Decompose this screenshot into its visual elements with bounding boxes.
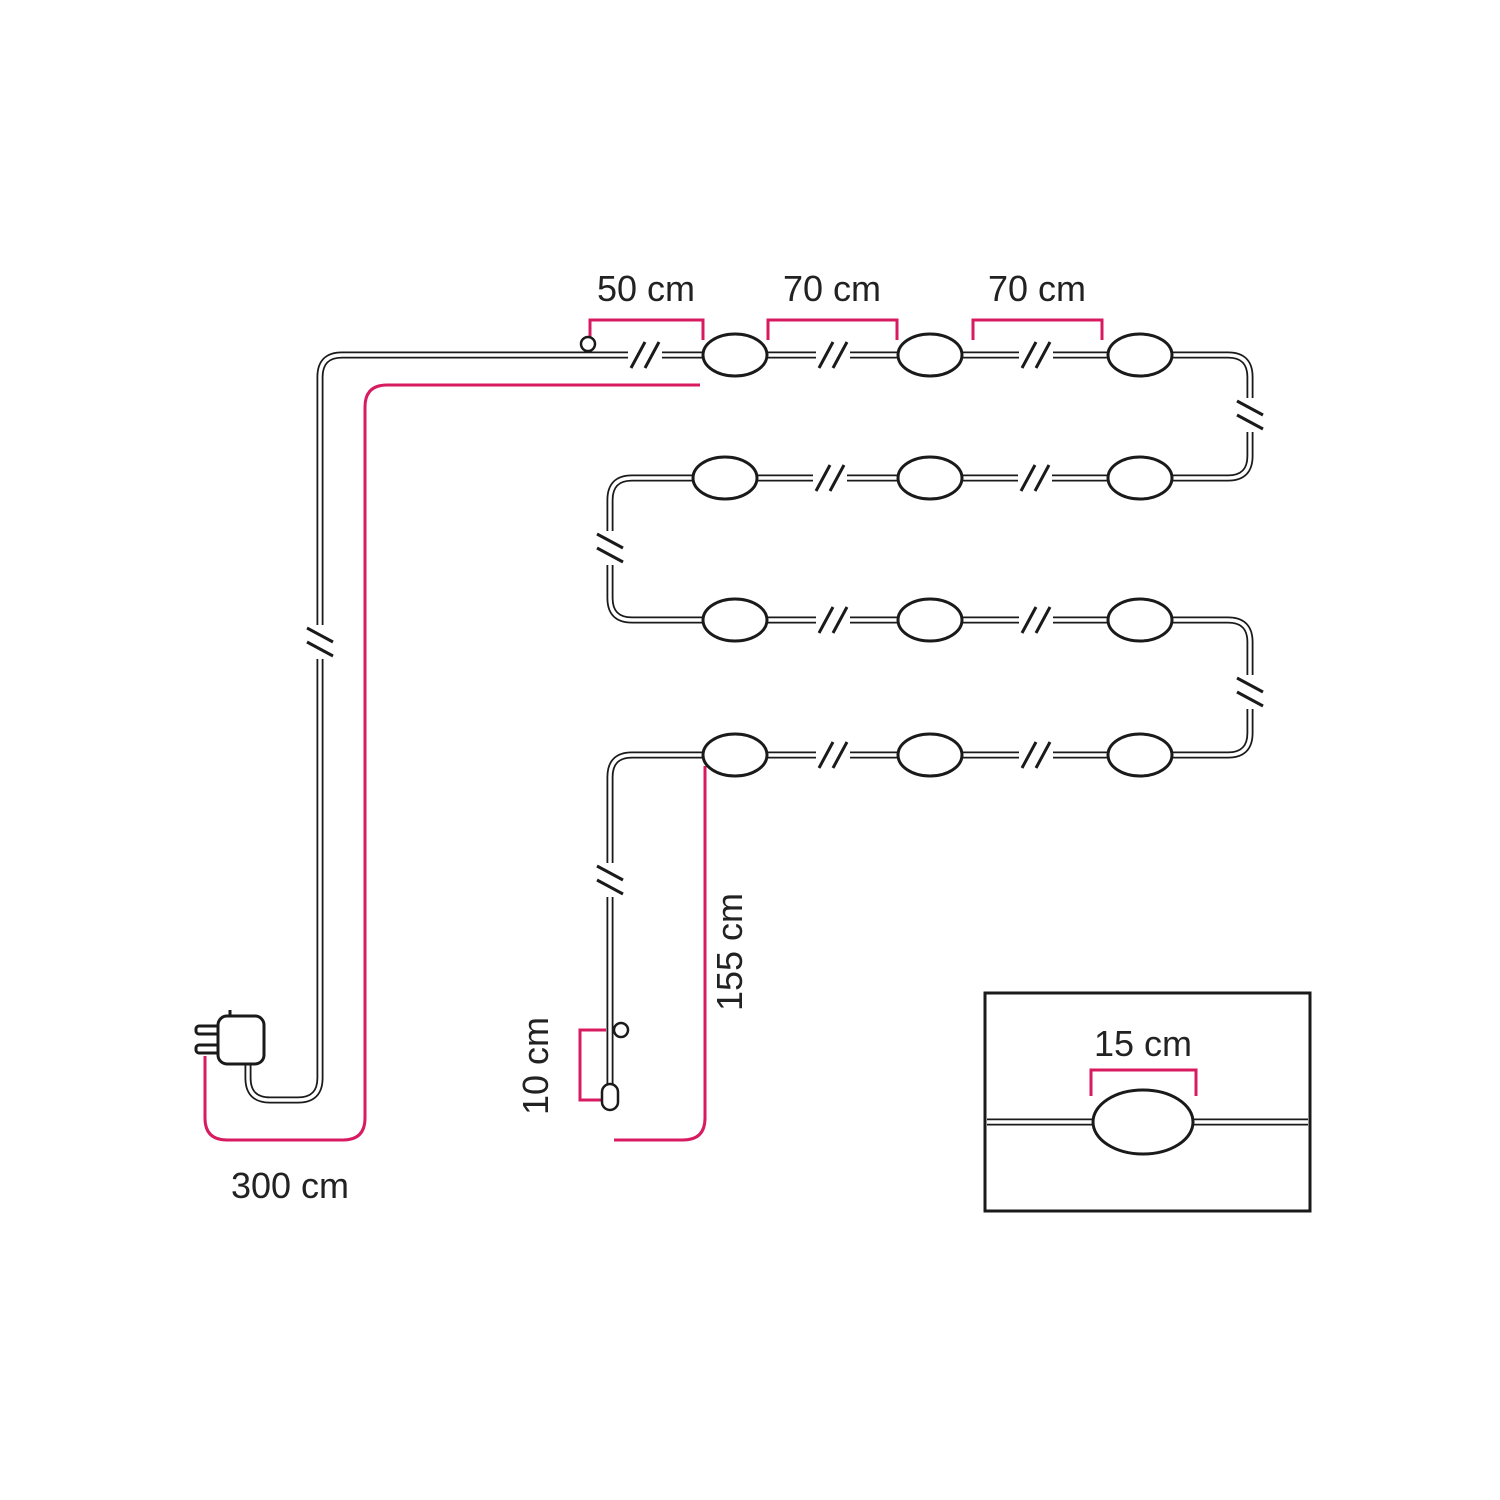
cable-break-mark: [1237, 675, 1263, 709]
light-bulb: [896, 597, 964, 643]
light-bulb: [896, 732, 964, 778]
cable-break-mark: [307, 625, 333, 659]
cable-break-mark: [1019, 342, 1053, 368]
light-bulb: [1106, 455, 1174, 501]
dimension-traces: [203, 318, 1104, 1142]
cable-end-cap: [600, 1082, 620, 1112]
dimension-bracket-50cm: [588, 318, 705, 348]
label-15cm: 15 cm: [1094, 1023, 1192, 1064]
hanging-ring: [579, 335, 597, 353]
light-bulb: [896, 332, 964, 378]
label-70cm-b: 70 cm: [988, 268, 1086, 309]
cable-break-mark: [816, 607, 850, 633]
light-bulb: [701, 332, 769, 378]
plug-pin: [194, 1043, 222, 1055]
dimension-line-155cm: [614, 766, 707, 1142]
dimension-bracket-70cm-a: [766, 318, 899, 340]
hanging-ring: [612, 1021, 630, 1039]
dimension-bracket-70cm-b: [971, 318, 1104, 340]
label-50cm: 50 cm: [597, 268, 695, 309]
light-bulb: [1106, 332, 1174, 378]
dimension-bracket-10cm: [578, 1028, 606, 1102]
cable-break-mark: [813, 465, 847, 491]
light-bulb: [701, 732, 769, 778]
plug-body: [216, 1014, 266, 1066]
light-bulb: [896, 455, 964, 501]
light-bulbs: [691, 332, 1174, 778]
plug-pin: [194, 1024, 222, 1036]
label-10cm: 10 cm: [515, 1017, 556, 1115]
light-bulb: [701, 597, 769, 643]
cable-break-mark: [1019, 607, 1053, 633]
cable-break-mark: [628, 342, 662, 368]
light-bulb: [1106, 597, 1174, 643]
cable-break-mark: [597, 863, 623, 897]
dimension-bracket-15cm: [1089, 1068, 1198, 1096]
label-155cm: 155 cm: [709, 893, 750, 1011]
cable-break-mark: [816, 742, 850, 768]
bulb-detail-inset: 15 cm: [983, 991, 1312, 1213]
dimension-labels: 50 cm 70 cm 70 cm 300 cm 155 cm 10 cm: [231, 268, 1086, 1206]
light-bulb: [691, 455, 759, 501]
cable-break-mark: [1019, 742, 1053, 768]
cable-break-mark: [1018, 465, 1052, 491]
cable-break-mark: [597, 531, 623, 565]
light-bulb-detail: [1091, 1088, 1195, 1156]
cable-break-mark: [816, 342, 850, 368]
label-300cm: 300 cm: [231, 1165, 349, 1206]
light-bulb: [1106, 732, 1174, 778]
dimension-line-300cm: [203, 383, 700, 1142]
label-70cm-a: 70 cm: [783, 268, 881, 309]
cable-fittings: [579, 335, 630, 1112]
cable-break-mark: [1237, 398, 1263, 432]
power-plug-icon: [194, 1010, 266, 1066]
